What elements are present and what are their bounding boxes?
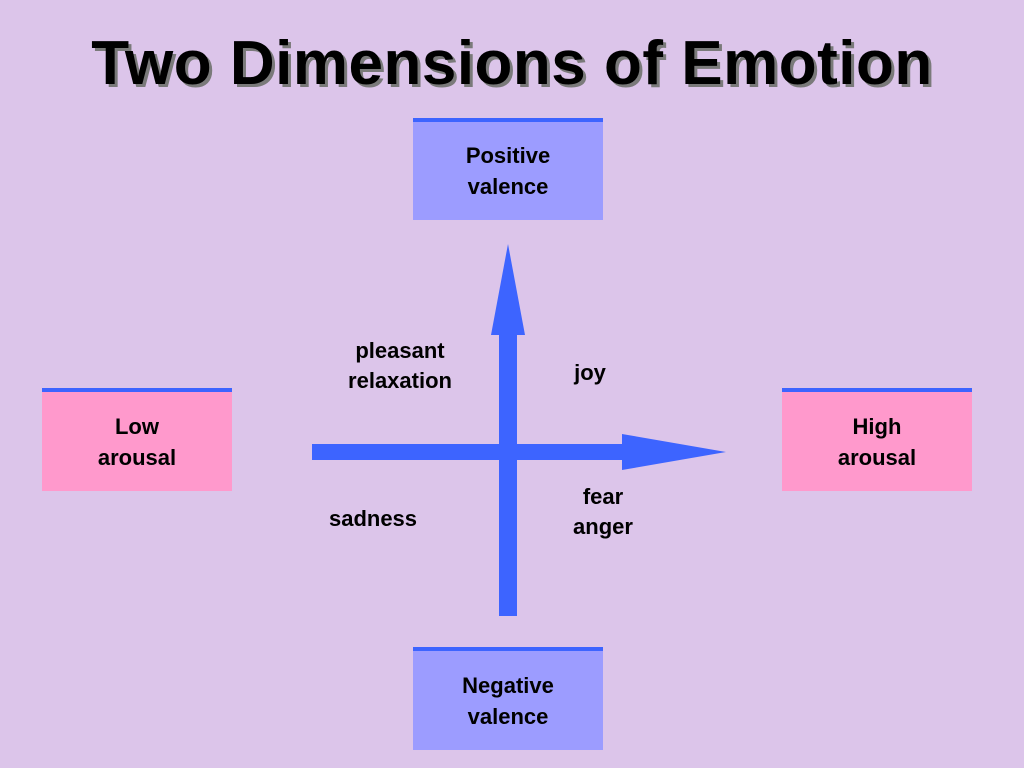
pleasant-line: pleasant [355,338,445,363]
fear-line: fear [582,484,624,509]
slide-title: Two Dimensions of Emotion [91,29,933,98]
quadrant-label-pleasant-relaxation: pleasant relaxation [320,336,480,396]
valence-axis-arrow [491,244,525,616]
negative-valence-line2: valence [467,703,549,729]
high-arousal-box: High arousal [782,388,972,491]
positive-valence-line2: valence [467,174,549,199]
quadrant-label-sadness: sadness [328,506,418,531]
low-arousal-box: Low arousal [42,388,232,491]
high-arousal-line2: arousal [837,444,917,470]
arousal-axis-arrow [312,434,726,470]
negative-valence-line1: Negative [462,672,554,698]
negative-valence-box: Negative valence [413,647,603,750]
positive-valence-line1: Positive [465,143,551,168]
quadrant-label-fear-anger: fear anger [548,482,658,542]
positive-valence-box: Positive valence [413,118,603,220]
relaxation-line: relaxation [348,368,452,393]
quadrant-label-joy: joy [574,360,606,385]
low-arousal-line1: Low [114,413,159,439]
anger-line: anger [573,514,633,539]
high-arousal-line1: High [852,413,902,439]
low-arousal-line2: arousal [97,444,177,470]
